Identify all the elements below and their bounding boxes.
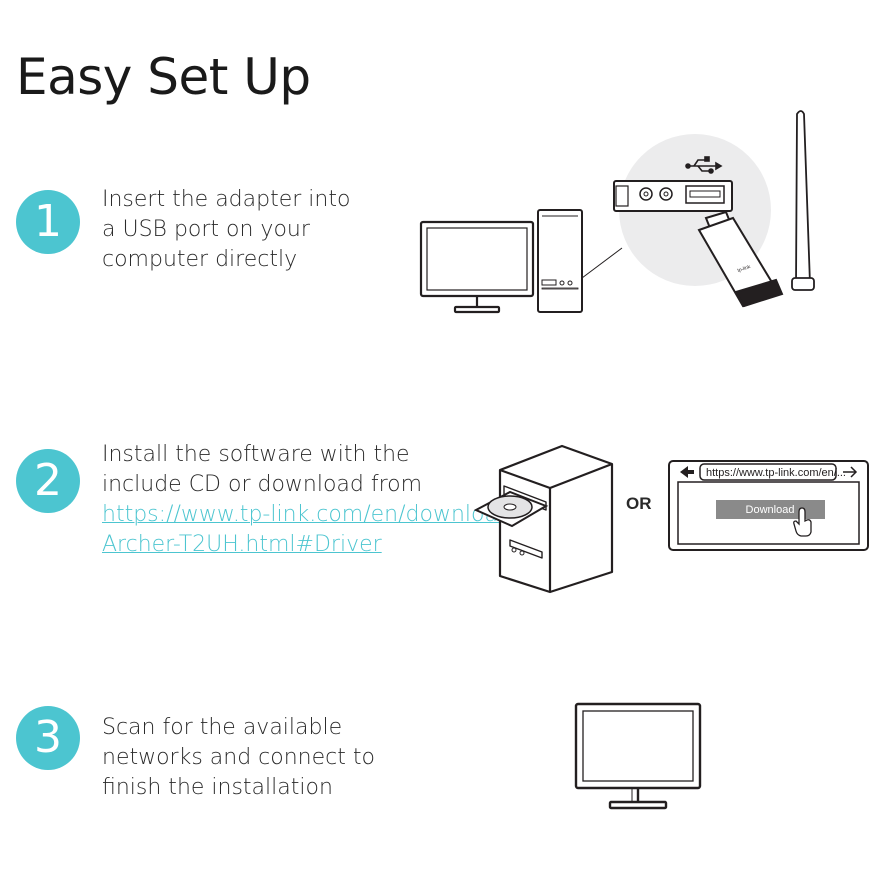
arrow-right-icon: [843, 466, 858, 478]
step-3-badge: 3: [16, 706, 80, 770]
step-1-text: Insert the adapter into a USB port on yo…: [102, 185, 350, 275]
cd-tower-illustration: [473, 444, 614, 594]
step-2-badge: 2: [16, 449, 80, 513]
adapter-brand-label: tp-link: [737, 264, 752, 274]
arrow-left-icon: [680, 466, 694, 478]
download-button-label: Download: [746, 504, 795, 516]
step-1-line: computer directly: [102, 247, 298, 272]
or-label: OR: [626, 494, 652, 513]
page-title: Easy Set Up: [16, 48, 311, 106]
monitor-icon: [574, 702, 702, 810]
usb-adapter-icon: [697, 210, 784, 308]
pc-tower-icon: [537, 209, 583, 313]
step-1-line: a USB port on your: [102, 217, 310, 242]
address-bar-url: https://www.tp-link.com/en/...: [706, 467, 846, 479]
computer-usb-illustration: tp-link: [419, 110, 815, 314]
driver-download-link-continued[interactable]: Archer-T2UH.html#Driver: [102, 532, 382, 557]
driver-download-link[interactable]: https://www.tp-link.com/en/download/: [102, 502, 520, 527]
monitor-icon: [419, 220, 535, 314]
step-1-badge: 1: [16, 190, 80, 254]
hand-pointer-icon: [793, 507, 812, 537]
download-button: [716, 500, 825, 519]
monitor-illustration: [574, 702, 702, 810]
step-2-line: Install the software with the: [102, 442, 410, 467]
step-3-line: networks and connect to: [102, 745, 375, 770]
step-3-text: Scan for the available networks and conn…: [102, 713, 375, 803]
step-3-line: finish the installation: [102, 775, 333, 800]
antenna-icon: [791, 110, 815, 291]
usb-icon: [685, 156, 723, 174]
step-2-line: include CD or download from: [102, 472, 423, 497]
cd-disc-icon: [473, 490, 549, 528]
step-1-line: Insert the adapter into: [102, 187, 351, 212]
step-3-line: Scan for the available: [102, 715, 343, 740]
browser-window-illustration: https://www.tp-link.com/en/... Download: [668, 460, 869, 551]
step-2-text: Install the software with the include CD…: [102, 440, 519, 560]
